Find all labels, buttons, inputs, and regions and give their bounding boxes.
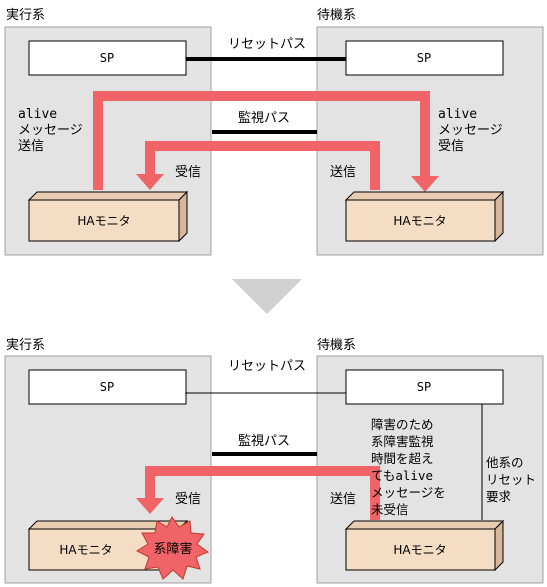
- top-standby-system-label: 待機系: [317, 8, 356, 23]
- top-reset-path-label: リセットパス: [228, 37, 306, 52]
- bottom-standby-system-label: 待機系: [317, 338, 356, 353]
- bottom-timeout-line2: 系障害監視: [371, 434, 434, 449]
- bottom-ha-monitor-left-label: HAモニタ: [59, 543, 112, 557]
- top-alive-right-line2: メッセージ: [438, 123, 503, 138]
- top-send-label: 送信: [330, 165, 356, 180]
- top-ha-monitor-left-label: HAモニタ: [77, 214, 130, 228]
- top-alive-return-arrowhead: [136, 174, 164, 190]
- top-alive-right-line3: 受信: [438, 139, 464, 154]
- bottom-sp-right-label: SP: [417, 380, 431, 394]
- top-sp-right-label: SP: [417, 51, 431, 65]
- top-active-system-label: 実行系: [6, 7, 45, 23]
- top-ha-monitor-right: HAモニタ: [344, 190, 505, 243]
- bottom-sp-left-box: [28, 369, 187, 405]
- bottom-alive-return-arrow-path: [145, 466, 380, 520]
- top-alive-right-line1: alive: [438, 107, 477, 122]
- bottom-monitor-path-label: 監視パス: [238, 433, 290, 449]
- top-alive-left-line2: メッセージ: [18, 123, 83, 138]
- failure-burst-shape: [135, 516, 210, 580]
- bottom-timeout-line1: 障害のため: [371, 417, 434, 432]
- bottom-send-label: 送信: [330, 492, 356, 507]
- bottom-reset-path-label: リセットパス: [228, 359, 306, 374]
- top-alive-send-arrow-path: [93, 91, 430, 190]
- top-alive-left-line1: alive: [18, 107, 57, 122]
- bottom-timeout-line6: 未受信: [371, 502, 409, 517]
- top-alive-left-line3: 送信: [18, 139, 44, 154]
- bottom-reset-request-line3: 要求: [486, 489, 512, 504]
- top-sp-left-box: [28, 40, 187, 76]
- failure-burst: 系障害: [135, 516, 210, 580]
- top-monitor-path-label: 監視パス: [238, 110, 290, 126]
- top-alive-return-arrow-path: [145, 141, 380, 190]
- bottom-sp-left-label: SP: [100, 380, 114, 394]
- failure-state-diagram: 実行系 待機系 リセットパス SP SP 監視パス 受信 送信 障害のため 系障…: [4, 337, 544, 584]
- bottom-sp-right-box: [345, 369, 504, 405]
- bottom-active-system-label: 実行系: [6, 337, 45, 353]
- top-ha-monitor-right-label: HAモニタ: [393, 214, 446, 228]
- normal-state-diagram: 実行系 待機系 リセットパス SP SP 監視パス alive メッセージ 送信…: [4, 7, 544, 256]
- top-alive-send-arrowhead: [411, 176, 439, 192]
- bottom-reset-request-line2: リセット: [486, 472, 536, 487]
- failure-label: 系障害: [153, 541, 192, 557]
- bottom-ha-monitor-right-label: HAモニタ: [393, 543, 446, 557]
- top-ha-monitor-left: HAモニタ: [27, 190, 189, 243]
- bottom-alive-return-arrowhead: [136, 498, 164, 514]
- bottom-timeout-line3: 時間を超え: [371, 451, 434, 466]
- bottom-ha-monitor-right: HAモニタ: [344, 519, 505, 572]
- bottom-reset-request-line1: 他系の: [486, 455, 524, 470]
- bottom-timeout-line4: てもalive: [371, 468, 433, 483]
- top-receive-label: 受信: [175, 165, 201, 180]
- bottom-receive-label: 受信: [175, 492, 201, 507]
- top-sp-right-box: [345, 40, 504, 76]
- top-sp-left-label: SP: [100, 51, 114, 65]
- transition-down-arrow: [232, 279, 302, 314]
- bottom-timeout-line5: メッセージを: [371, 485, 446, 500]
